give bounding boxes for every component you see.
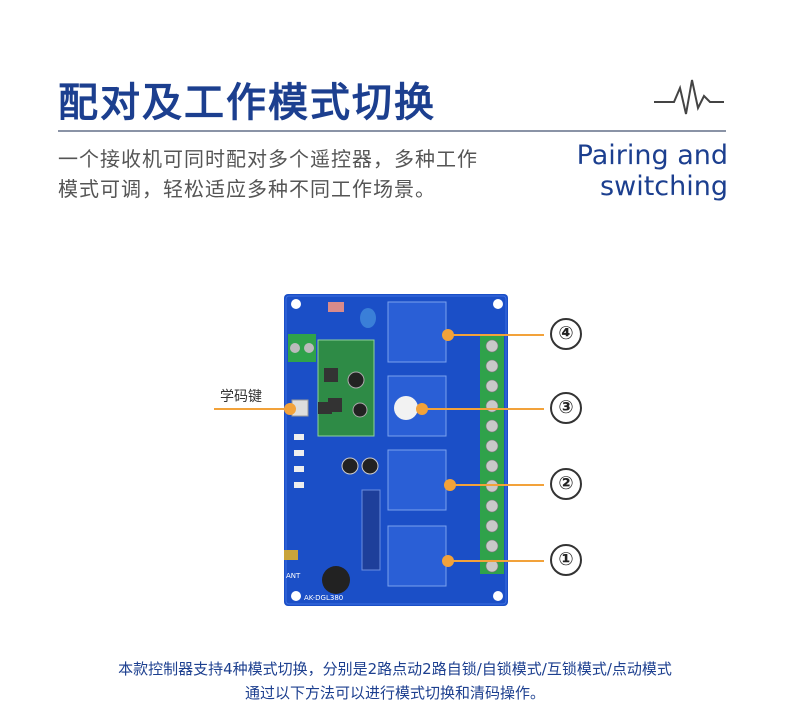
relay-1-line [448, 560, 544, 562]
callout-2: ② [550, 468, 582, 500]
callout-4: ④ [550, 318, 582, 350]
learn-key-label: 学码键 [220, 389, 262, 405]
relay-3-line [422, 408, 544, 410]
learn-key-line [214, 408, 288, 410]
page-title: 配对及工作模式切换 [58, 80, 436, 126]
bottom-line-2: 通过以下方法可以进行模式切换和清码操作。 [244, 684, 545, 702]
callout-3: ③ [550, 392, 582, 424]
antenna-label: ANT [286, 572, 301, 580]
english-subtitle: Pairing and switching [577, 140, 728, 202]
bottom-line-1: 本款控制器支持4种模式切换，分别是2路点动2路自锁/自锁模式/互锁模式/点动模式 [118, 660, 672, 678]
callout-1: ① [550, 544, 582, 576]
title-divider [58, 130, 726, 132]
description: 一个接收机可同时配对多个遥控器，多种工作模式可调，轻松适应多种不同工作场景。 [58, 147, 478, 201]
relay-4-line [448, 334, 544, 336]
relay-2-line [450, 484, 544, 486]
learn-key-dot [284, 403, 296, 415]
english-line-2: switching [600, 171, 728, 202]
board-model: AK-DGL380 [304, 594, 343, 602]
heartbeat-icon [654, 79, 724, 115]
relay-board-image: ANT AK-DGL380 [284, 294, 508, 606]
english-line-1: Pairing and [576, 140, 728, 171]
